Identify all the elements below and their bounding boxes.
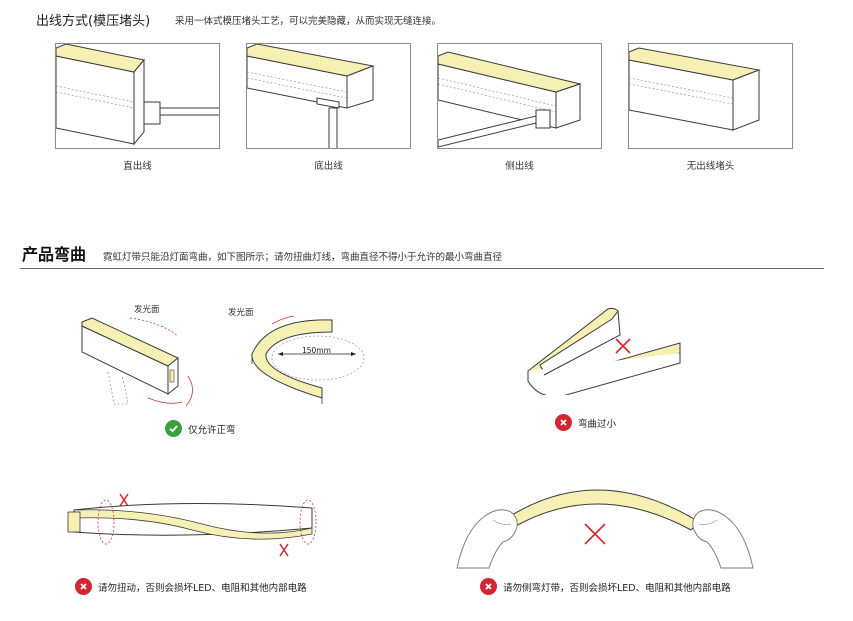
cross-icon [555, 414, 572, 431]
horizontal-bend-illustration [251, 315, 365, 404]
status-too-small: 弯曲过小 [555, 414, 616, 431]
panel-side-outlet [437, 43, 602, 149]
status-no-twist: 请勿扭动，否则会损坏LED、电阻和其他内部电路 [75, 578, 307, 595]
check-icon [165, 420, 182, 437]
status-allowed-text: 仅允许正弯 [188, 424, 236, 436]
light-face-label-2: 发光面 [228, 308, 254, 318]
side-bend-illustration [456, 489, 754, 569]
bending-section-description: 霓虹灯带只能沿灯面弯曲，如下图所示；请勿扭曲灯线，弯曲直径不得小于允许的最小弯曲… [103, 252, 503, 263]
diameter-label: 150mm [302, 346, 331, 355]
caption-side-outlet: 侧出线 [505, 161, 534, 172]
bending-section-title: 产品弯曲 [22, 245, 87, 264]
cross-icon [480, 578, 497, 595]
panel-no-outlet-endcap [628, 43, 793, 149]
vertical-bend-illustration [81, 317, 193, 407]
caption-no-outlet-endcap: 无出线堵头 [686, 161, 735, 172]
status-no-side-bend-text: 请勿侧弯灯带，否则会损坏LED、电阻和其他内部电路 [503, 582, 731, 594]
cross-icon [75, 578, 92, 595]
status-allowed: 仅允许正弯 [165, 420, 236, 437]
twist-illustration [67, 493, 317, 557]
panel-straight-outlet [55, 43, 220, 149]
light-face-label: 发光面 [134, 305, 160, 315]
status-no-twist-text: 请勿扭动，否则会损坏LED、电阻和其他内部电路 [98, 582, 307, 594]
caption-bottom-outlet: 底出线 [314, 161, 343, 172]
outlet-section-title: 出线方式(模压堵头) [36, 14, 151, 29]
too-small-bend-illustration [527, 307, 681, 395]
outlet-section-description: 采用一体式模压堵头工艺，可以完美隐藏，从而实现无缝连接。 [175, 16, 442, 27]
status-too-small-text: 弯曲过小 [578, 418, 617, 430]
panel-bottom-outlet [246, 43, 411, 149]
caption-straight-outlet: 直出线 [123, 161, 152, 172]
status-no-side-bend: 请勿侧弯灯带，否则会损坏LED、电阻和其他内部电路 [480, 578, 731, 595]
section-divider [20, 268, 824, 269]
